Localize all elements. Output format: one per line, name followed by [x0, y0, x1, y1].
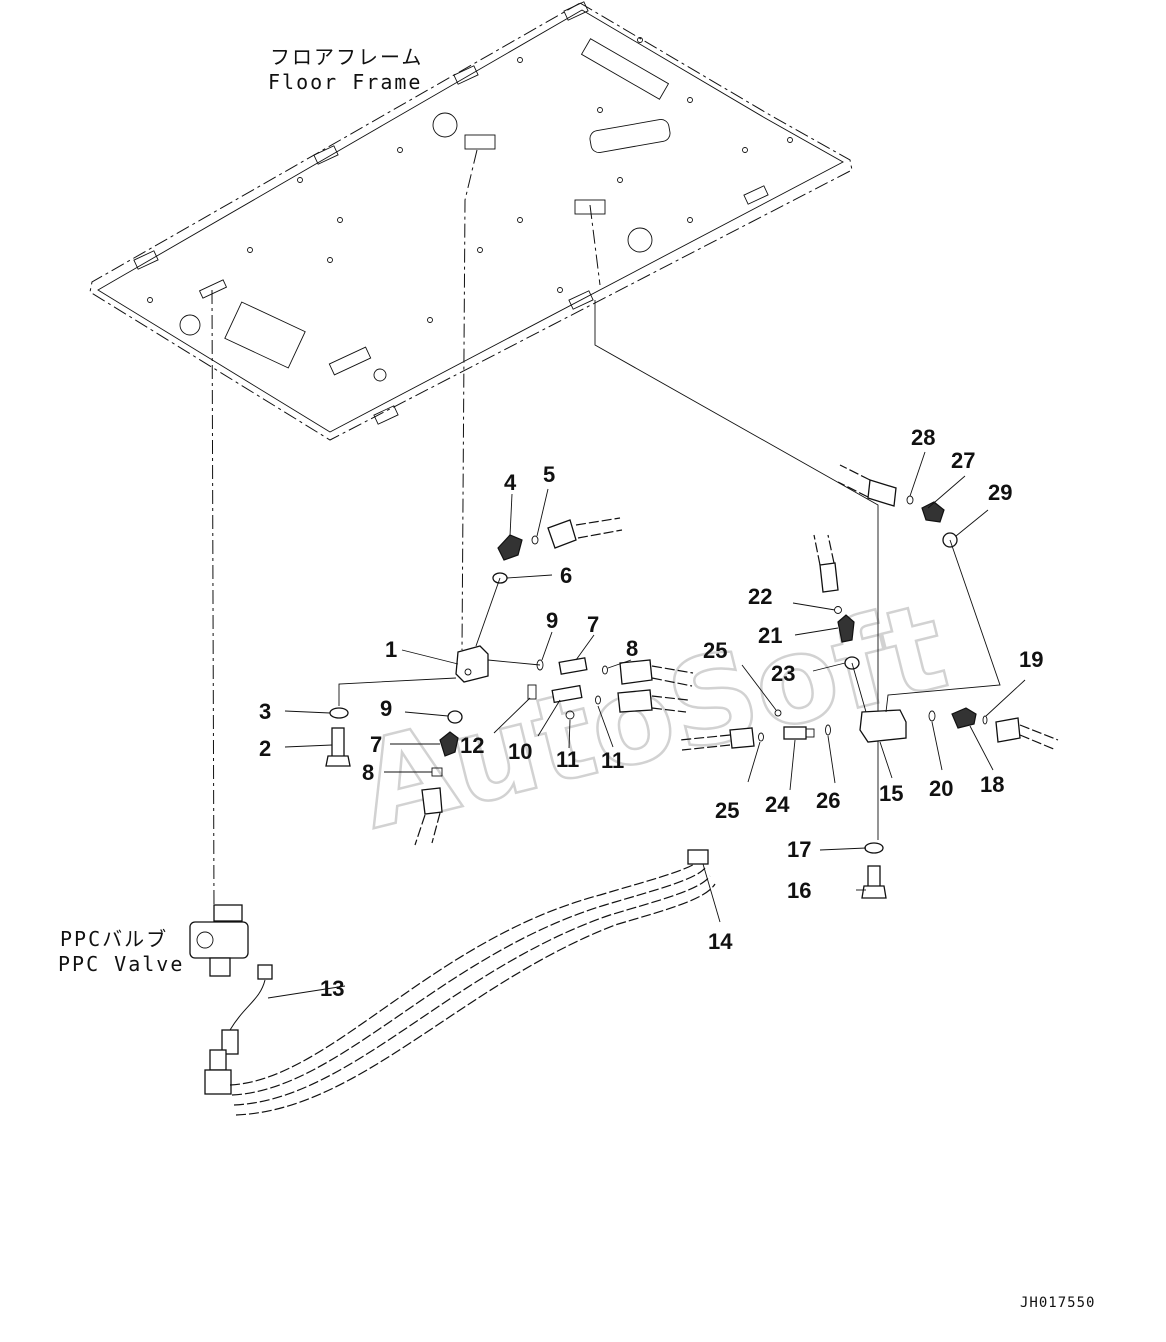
callout-17: 17 — [787, 837, 811, 862]
manifold-assembly — [325, 517, 694, 846]
connection-lines — [211, 149, 879, 911]
callout-24: 24 — [765, 792, 790, 817]
floor-frame-label-jp: フロアフレーム — [270, 45, 423, 69]
callout-14: 14 — [708, 929, 733, 954]
callout-8-lower: 8 — [362, 760, 374, 785]
callout-11-right: 11 — [601, 748, 624, 773]
callout-8-upper: 8 — [626, 636, 638, 661]
callout-29: 29 — [988, 480, 1012, 505]
callout-20: 20 — [929, 776, 953, 801]
callout-18: 18 — [980, 772, 1004, 797]
callout-19: 19 — [1019, 647, 1043, 672]
callout-16: 16 — [787, 878, 811, 903]
hose-lines — [229, 849, 716, 1116]
callout-numbers: 1 2 3 4 5 6 7 7 8 8 9 9 10 11 11 12 13 1… — [259, 425, 1043, 1001]
callout-5: 5 — [543, 462, 555, 487]
callout-2: 2 — [259, 736, 271, 761]
floor-frame-label-en: Floor Frame — [268, 70, 422, 94]
block-assembly — [679, 464, 1059, 899]
callout-12: 12 — [460, 733, 484, 758]
ppc-valve-label-jp: PPCバルブ — [60, 927, 168, 951]
callout-11-left: 11 — [556, 747, 579, 772]
callout-26: 26 — [816, 788, 840, 813]
callout-25-lower: 25 — [715, 798, 739, 823]
drawing-code: JH017550 — [1020, 1295, 1095, 1311]
callout-23: 23 — [771, 661, 795, 686]
callout-9-upper: 9 — [546, 608, 558, 633]
ppc-valve — [189, 904, 273, 1095]
callout-7-lower: 7 — [370, 732, 382, 757]
callout-3: 3 — [259, 699, 271, 724]
callout-28: 28 — [911, 425, 935, 450]
callout-22: 22 — [748, 584, 772, 609]
callout-6: 6 — [560, 563, 572, 588]
callout-7-upper: 7 — [587, 612, 599, 637]
callout-10: 10 — [508, 739, 532, 764]
callout-1: 1 — [385, 637, 397, 662]
callout-9-lower: 9 — [380, 696, 392, 721]
ppc-valve-label-en: PPC Valve — [58, 952, 184, 976]
callout-25-upper: 25 — [703, 638, 727, 663]
leader-lines — [267, 451, 1026, 999]
callout-13: 13 — [320, 976, 344, 1001]
callout-21: 21 — [758, 623, 782, 648]
floor-frame — [89, 1, 853, 441]
callout-15: 15 — [879, 781, 903, 806]
callout-27: 27 — [951, 448, 975, 473]
callout-4: 4 — [504, 470, 517, 495]
